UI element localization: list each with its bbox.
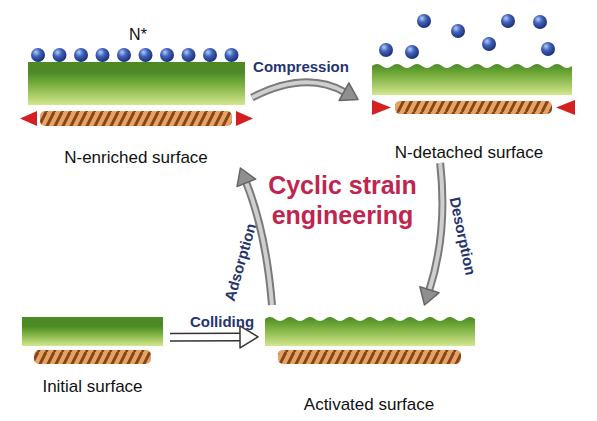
surface-node: N-enriched surface bbox=[20, 40, 252, 168]
slab-rough bbox=[372, 64, 572, 95]
arrow-shaft-inner bbox=[170, 334, 241, 340]
activated-illustration bbox=[265, 317, 475, 364]
surface-node: Activated surface bbox=[258, 305, 480, 415]
cycle-arrow bbox=[252, 82, 358, 100]
surface-node: N-detached surface bbox=[358, 8, 580, 163]
stretch-arrowhead bbox=[236, 111, 253, 126]
arrow-shaft bbox=[170, 332, 241, 341]
spring-coil bbox=[34, 350, 151, 364]
slab bbox=[28, 72, 245, 105]
spring-coil bbox=[278, 350, 461, 364]
cycle-arrow bbox=[420, 163, 443, 305]
center-title: Cyclic strain engineering bbox=[250, 170, 435, 230]
nitrogen-atoms bbox=[379, 14, 555, 59]
stretch-arrowhead bbox=[20, 111, 37, 126]
surface-node: Initial surface bbox=[15, 305, 170, 397]
step-label: Compression bbox=[253, 58, 349, 75]
n-enriched-illustration bbox=[20, 48, 253, 126]
compress-arrowhead bbox=[556, 100, 575, 115]
arrowhead bbox=[339, 83, 358, 100]
slab-top-band bbox=[28, 62, 245, 73]
compress-arrowhead bbox=[372, 100, 391, 115]
species-label: N* bbox=[118, 25, 158, 45]
arrow-shaft bbox=[252, 82, 345, 97]
spring-coil bbox=[395, 101, 552, 114]
arrow-shaft bbox=[429, 163, 442, 291]
surface-label: Initial surface bbox=[42, 377, 142, 397]
spring-coil bbox=[40, 111, 232, 126]
step-label: Desorption bbox=[446, 196, 479, 277]
surface-label: N-detached surface bbox=[395, 143, 543, 163]
step-label: Colliding bbox=[190, 313, 254, 330]
arrow-shaft-inner bbox=[252, 82, 345, 97]
initial-illustration bbox=[22, 317, 163, 364]
slab-rough bbox=[265, 317, 475, 346]
n-detached-illustration bbox=[372, 14, 575, 115]
arrow-shaft-inner bbox=[429, 163, 442, 291]
surface-label: N-enriched surface bbox=[64, 148, 208, 168]
arrowhead bbox=[237, 168, 256, 187]
slab-top-band bbox=[22, 317, 163, 327]
surface-label: Activated surface bbox=[304, 395, 434, 415]
arrowhead bbox=[420, 287, 439, 305]
step-label: Adsorption bbox=[221, 221, 259, 303]
nitrogen-atoms bbox=[31, 48, 239, 62]
slab bbox=[22, 326, 163, 346]
